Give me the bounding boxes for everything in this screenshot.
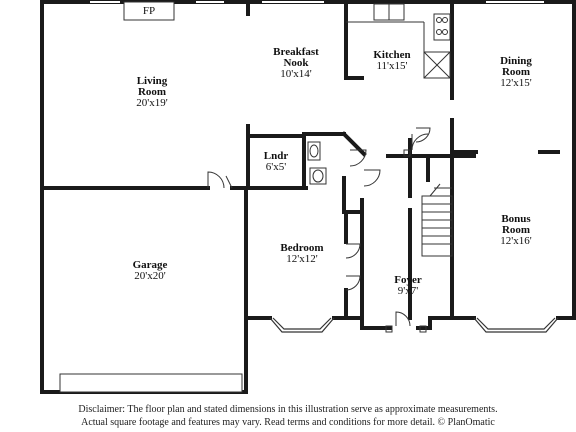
bedroom-name: Bedroom	[280, 242, 323, 254]
kitchen-name: Kitchen	[373, 49, 410, 61]
garage-name: Garage	[133, 259, 168, 271]
living-room-name2: Room	[138, 86, 166, 98]
laundry-name: Lndr	[264, 150, 289, 162]
fireplace-label: FP	[143, 5, 155, 17]
garage-dims: 20'x20'	[134, 270, 165, 282]
foyer-dims: 9'x7'	[398, 285, 418, 297]
walls	[40, 0, 576, 394]
bonus-room-dims: 12'x16'	[500, 235, 531, 247]
bonus-room-name2: Room	[502, 224, 530, 236]
kitchen-dims: 11'x15'	[376, 60, 407, 72]
dining-room-dims: 12'x15'	[500, 77, 531, 89]
living-room-name: Living	[137, 75, 168, 87]
toilet-icon	[309, 167, 327, 185]
foyer-name: Foyer	[394, 274, 422, 286]
bonus-room-name: Bonus	[501, 213, 531, 225]
fireplace-icon	[123, 1, 175, 21]
dining-room-name2: Room	[502, 66, 530, 78]
stairs-icon	[421, 183, 453, 257]
living-room-dims: 20'x19'	[136, 97, 167, 109]
refrigerator-icon	[423, 51, 451, 79]
doors	[207, 127, 431, 327]
room-labels: FP Living Room 20'x19' Breakfast Nook 10…	[133, 5, 533, 297]
fixtures	[59, 1, 544, 393]
stove-icon	[433, 13, 451, 41]
garage-door-icon	[59, 373, 243, 393]
breakfast-nook-dims: 10'x14'	[280, 68, 311, 80]
bay-windows	[269, 317, 559, 333]
laundry-dims: 6'x5'	[266, 161, 286, 173]
breakfast-nook-name2: Nook	[283, 57, 309, 69]
dining-room-name: Dining	[500, 55, 532, 67]
disclaimer-line-1: Disclaimer: The floor plan and stated di…	[78, 404, 498, 415]
bath-sink-icon	[307, 141, 321, 161]
bedroom-dims: 12'x12'	[286, 253, 317, 265]
breakfast-nook-name: Breakfast	[273, 46, 319, 58]
disclaimer-line-2: Actual square footage and features may v…	[81, 417, 495, 428]
